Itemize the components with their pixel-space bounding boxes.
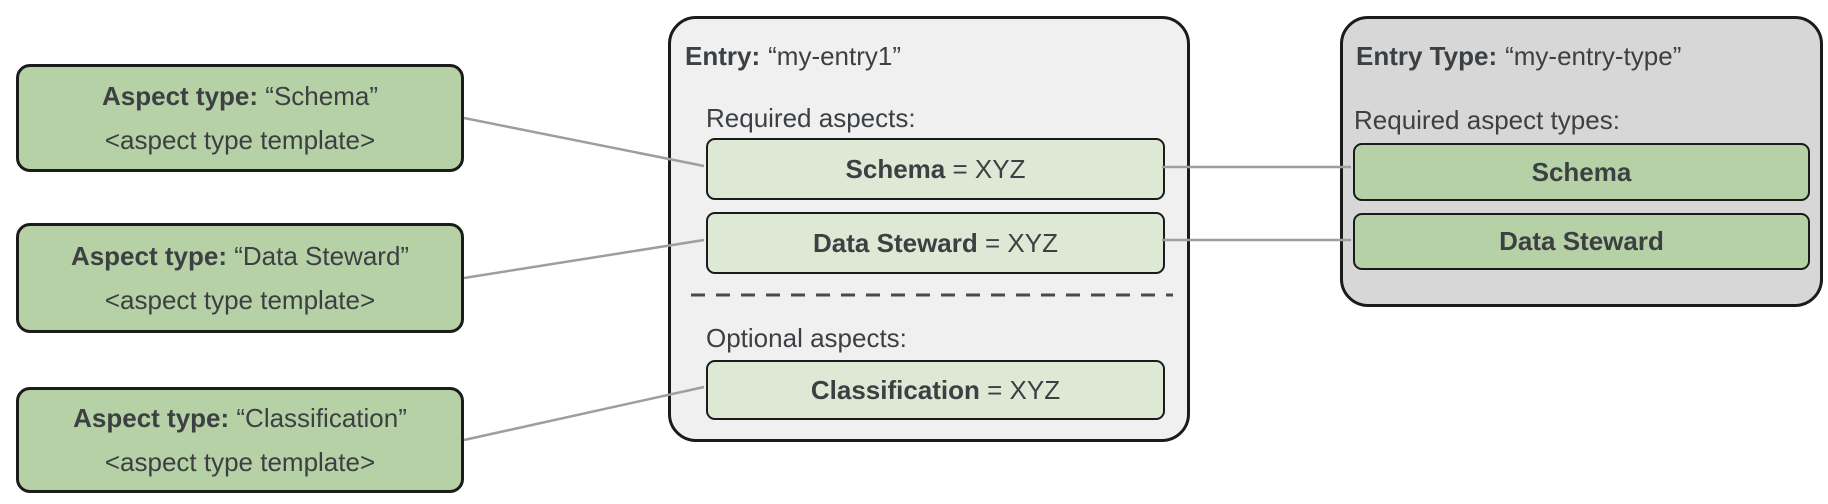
entry-type-title: Entry Type:“my-entry-type” bbox=[1356, 41, 1681, 72]
aspect-value: = XYZ bbox=[979, 374, 1061, 405]
aspect-type-box-classification: Aspect type: “Classification” <aspect ty… bbox=[16, 387, 464, 493]
required-aspect-type-row-schema: Schema bbox=[1353, 143, 1810, 201]
aspect-type-label: Aspect type: bbox=[102, 80, 259, 111]
aspect-type-box-data-steward: Aspect type: “Data Steward” <aspect type… bbox=[16, 223, 464, 333]
aspect-type-title: Aspect type: “Data Steward” bbox=[71, 242, 409, 271]
entry-label: Entry: bbox=[685, 41, 761, 71]
entry-box: Entry:“my-entry1” Required aspects: Sche… bbox=[668, 16, 1190, 442]
aspect-type-name: Data Steward bbox=[1499, 226, 1664, 256]
aspect-name: Data Steward bbox=[813, 227, 978, 258]
aspect-value: = XYZ bbox=[977, 227, 1058, 258]
aspect-type-label: Aspect type: bbox=[70, 240, 227, 271]
entry-name: “my-entry1” bbox=[768, 41, 902, 71]
aspect-value: = XYZ bbox=[945, 153, 1026, 184]
required-aspects-heading: Required aspects: bbox=[706, 103, 916, 133]
aspect-type-title: Aspect type: “Classification” bbox=[73, 404, 407, 433]
aspect-name: Classification bbox=[810, 374, 980, 405]
entry-type-name: “my-entry-type” bbox=[1505, 41, 1682, 71]
aspect-type-title: Aspect type: “Schema” bbox=[102, 82, 378, 111]
aspect-type-name: “Schema” bbox=[265, 80, 378, 111]
entry-type-label: Entry Type: bbox=[1356, 41, 1498, 71]
aspect-type-template: <aspect type template> bbox=[104, 284, 376, 315]
aspect-name: Schema bbox=[845, 153, 946, 184]
aspect-type-name: Schema bbox=[1531, 156, 1632, 187]
required-aspect-row-data-steward: Data Steward = XYZ bbox=[706, 212, 1165, 274]
aspect-type-label: Aspect type: bbox=[73, 402, 230, 433]
entry-title: Entry:“my-entry1” bbox=[685, 41, 901, 72]
aspect-type-template: <aspect type template> bbox=[104, 124, 376, 155]
required-optional-divider bbox=[691, 293, 1173, 297]
aspect-type-template: <aspect type template> bbox=[104, 446, 376, 477]
required-aspect-types-heading: Required aspect types: bbox=[1354, 105, 1620, 135]
required-aspect-row-schema: Schema = XYZ bbox=[706, 138, 1165, 200]
aspect-type-name: “Classification” bbox=[236, 402, 407, 433]
aspect-type-name: “Data Steward” bbox=[234, 240, 410, 271]
optional-aspect-row-classification: Classification = XYZ bbox=[706, 360, 1165, 420]
entry-type-box: Entry Type:“my-entry-type” Required aspe… bbox=[1340, 16, 1823, 307]
required-aspect-type-row-data-steward: Data Steward bbox=[1353, 213, 1810, 270]
aspect-type-box-schema: Aspect type: “Schema” <aspect type templ… bbox=[16, 64, 464, 172]
optional-aspects-heading: Optional aspects: bbox=[706, 323, 907, 353]
